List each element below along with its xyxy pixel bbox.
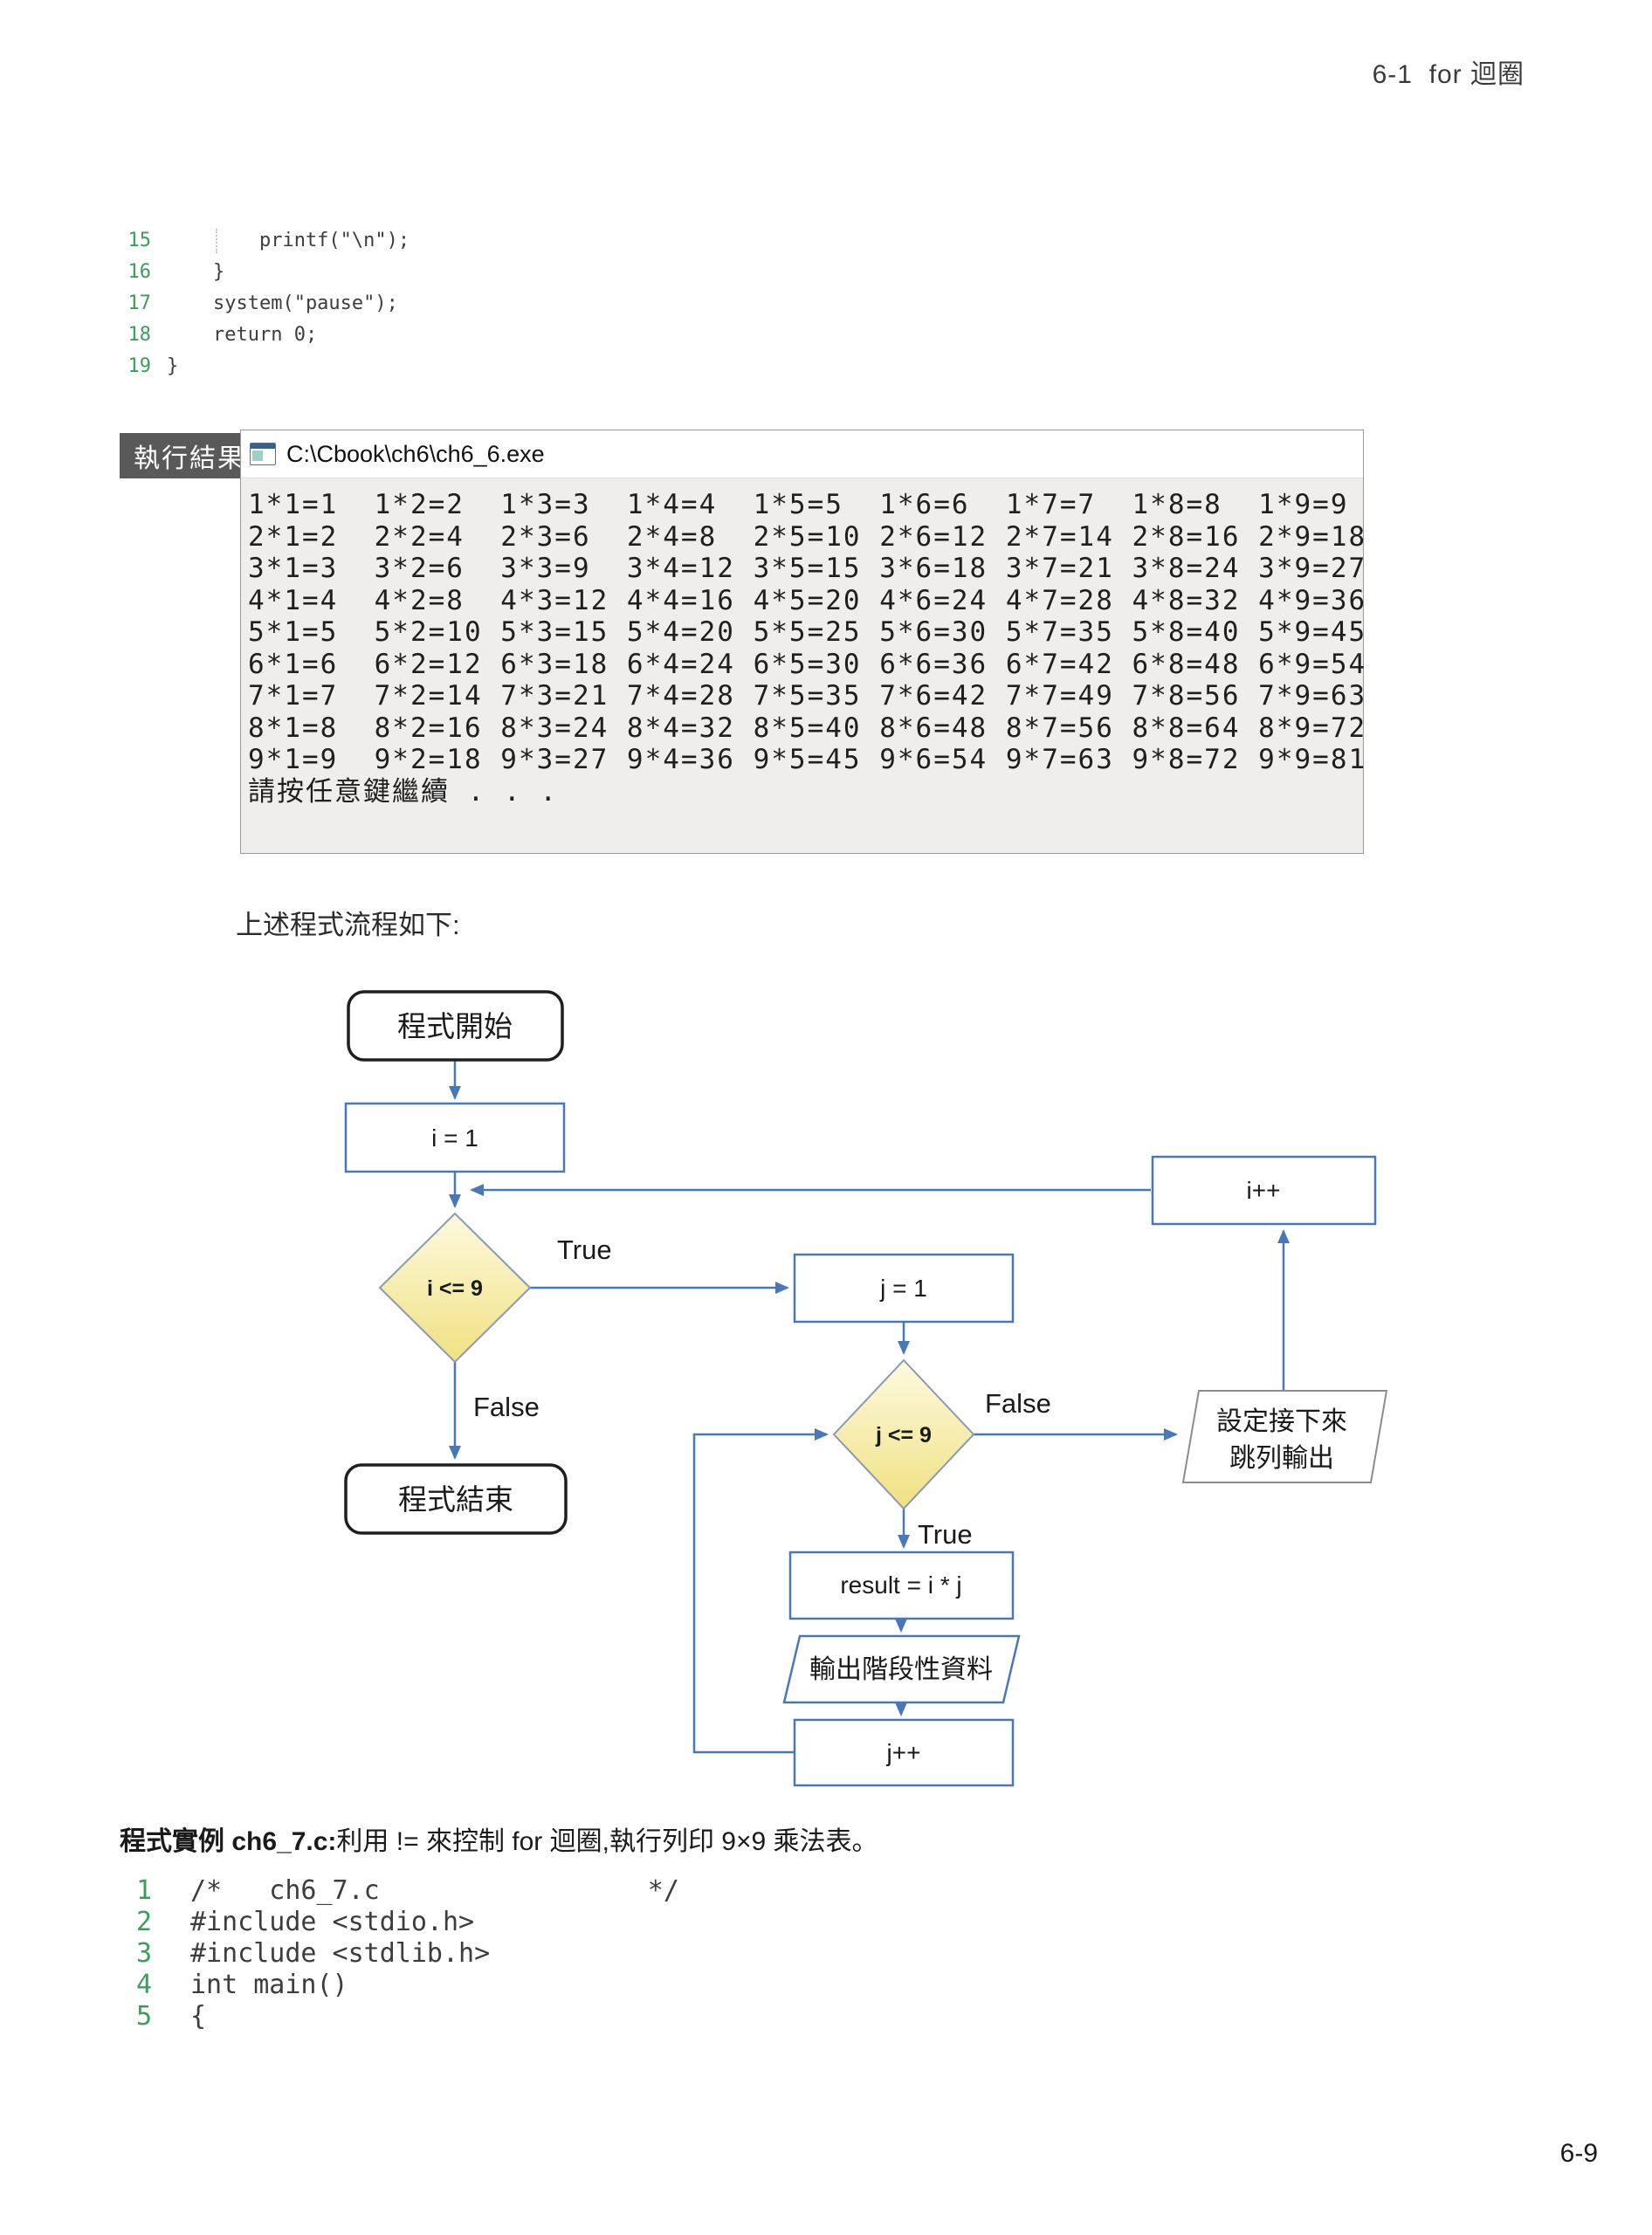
node-cond-i: i <= 9 — [378, 1212, 532, 1364]
svg-text:i++: i++ — [1247, 1177, 1281, 1204]
node-init-i: i = 1 — [344, 1102, 566, 1173]
svg-text:result = i * j: result = i * j — [840, 1571, 961, 1599]
node-init-j: j = 1 — [793, 1253, 1015, 1324]
line-number: 17 — [127, 292, 152, 314]
line-number: 2 — [135, 1907, 152, 1937]
label-false-j: False — [985, 1388, 1051, 1419]
line-number: 4 — [135, 1970, 152, 2000]
line-number: 16 — [127, 261, 152, 283]
flowchart-svg: 程式開始 i = 1 i <= 9 True False 程式結束 — [344, 990, 1388, 1787]
code-text: return 0; — [167, 324, 318, 346]
console-row: 4*1=4 4*2=8 4*3=12 4*4=16 4*5=20 4*6=24 … — [248, 584, 1367, 616]
code-line: 16 } — [120, 257, 410, 288]
line-number: 18 — [127, 324, 152, 346]
svg-text:輸出階段性資料: 輸出階段性資料 — [809, 1655, 993, 1684]
code-line: 3 #include <stdlib.h> — [131, 1938, 679, 1970]
node-inc-j: j++ — [793, 1718, 1015, 1787]
svg-text:設定接下來: 設定接下來 — [1216, 1407, 1347, 1436]
node-result: result = i * j — [788, 1551, 1015, 1620]
console-icon — [250, 443, 276, 465]
console-row: 9*1=9 9*2=18 9*3=27 9*4=36 9*5=45 9*6=54… — [248, 744, 1367, 775]
svg-text:跳列輸出: 跳列輸出 — [1229, 1444, 1334, 1473]
console-row: 1*1=1 1*2=2 1*3=3 1*4=4 1*5=5 1*6=6 1*7=… — [248, 489, 1349, 520]
console-output: 1*1=1 1*2=2 1*3=3 1*4=4 1*5=5 1*6=6 1*7=… — [241, 478, 1367, 808]
code-text: { — [190, 2001, 207, 2032]
code-text: int main() — [190, 1970, 348, 2000]
flow-intro-text: 上述程式流程如下: — [236, 910, 460, 940]
bottom-code-block: 1 /* ch6_7.c */ 2 #include <stdio.h> 3 #inc… — [131, 1875, 679, 2032]
node-end: 程式結束 — [344, 1463, 568, 1535]
console-row: 8*1=8 8*2=16 8*3=24 8*4=32 8*5=40 8*6=48… — [248, 712, 1367, 744]
console-row: 6*1=6 6*2=12 6*3=18 6*4=24 6*5=30 6*6=36… — [248, 648, 1367, 680]
console-row: 請按任意鍵繼續 . . . — [248, 775, 558, 808]
label-false-i: False — [473, 1392, 540, 1422]
console-row: 7*1=7 7*2=14 7*3=21 7*4=28 7*5=35 7*6=42… — [248, 680, 1367, 712]
line-number: 5 — [135, 2001, 152, 2032]
indent-guide — [216, 229, 217, 253]
console-title: C:\Cbook\ch6\ch6_6.exe — [286, 440, 545, 467]
example-title-rest: 利用 != 來控制 for 迴圈,執行列印 9×9 乘法表。 — [336, 1827, 878, 1856]
code-text: printf("\n"); — [167, 230, 410, 251]
page-number: 6-9 — [1559, 2139, 1598, 2168]
console-row: 2*1=2 2*2=4 2*3=6 2*4=8 2*5=10 2*6=12 2*… — [248, 520, 1367, 553]
line-number: 1 — [135, 1875, 152, 1906]
svg-text:j = 1: j = 1 — [879, 1275, 927, 1302]
example-title-bold: 程式實例 ch6_7.c: — [120, 1827, 337, 1856]
label-true-i: True — [557, 1234, 612, 1265]
line-number: 15 — [127, 230, 152, 251]
svg-text:j <= 9: j <= 9 — [875, 1423, 932, 1448]
flowchart: 程式開始 i = 1 i <= 9 True False 程式結束 — [323, 978, 1406, 1794]
code-line: 15 printf("\n"); — [120, 225, 410, 257]
code-line: 18 return 0; — [120, 320, 410, 351]
line-number: 3 — [135, 1938, 152, 1969]
svg-text:程式結束: 程式結束 — [398, 1483, 513, 1516]
code-line: 5{ — [131, 2001, 679, 2032]
code-text: #include <stdio.h> — [190, 1907, 475, 1937]
example-title: 程式實例 ch6_7.c:利用 != 來控制 for 迴圈,執行列印 9×9 乘… — [120, 1819, 878, 1858]
console-window: C:\Cbook\ch6\ch6_6.exe 1*1=1 1*2=2 1*3=3… — [240, 430, 1367, 854]
node-inc-i: i++ — [1151, 1155, 1377, 1226]
svg-text:i <= 9: i <= 9 — [427, 1276, 483, 1301]
execution-result-badge: 執行結果 — [120, 433, 259, 478]
node-start: 程式開始 — [347, 990, 564, 1062]
line-number: 19 — [127, 355, 152, 377]
top-code-block: 15 printf("\n"); 16 } 17 system("pause")… — [120, 225, 410, 382]
code-line: 2 #include <stdio.h> — [131, 1907, 679, 1938]
code-text: #include <stdlib.h> — [190, 1938, 491, 1969]
code-line: 17 system("pause"); — [120, 288, 410, 320]
code-text: } — [167, 355, 179, 377]
svg-text:j++: j++ — [886, 1739, 921, 1766]
code-line: 4 int main() — [131, 1970, 679, 2001]
svg-text:i = 1: i = 1 — [431, 1124, 478, 1152]
code-text: /* ch6_7.c */ — [190, 1875, 679, 1906]
console-row: 3*1=3 3*2=6 3*3=9 3*4=12 3*5=15 3*6=18 3… — [248, 553, 1367, 584]
console-titlebar: C:\Cbook\ch6\ch6_6.exe — [241, 430, 1363, 478]
code-text: } — [167, 261, 225, 283]
node-newline-setup: 設定接下來 跳列輸出 — [1181, 1390, 1388, 1483]
node-cond-j: j <= 9 — [832, 1358, 975, 1510]
console-row: 5*1=5 5*2=10 5*3=15 5*4=20 5*5=25 5*6=30… — [248, 616, 1367, 648]
code-line: 19} — [120, 351, 410, 382]
section-header: 6-1 for 迴圈 — [1372, 60, 1525, 89]
flow-connectors — [449, 1060, 1290, 1754]
label-true-j: True — [918, 1519, 973, 1550]
code-text: system("pause"); — [167, 292, 398, 314]
svg-text:程式開始: 程式開始 — [397, 1010, 513, 1042]
code-line: 1 /* ch6_7.c */ — [131, 1875, 679, 1907]
node-output: 輸出階段性資料 — [782, 1634, 1021, 1704]
